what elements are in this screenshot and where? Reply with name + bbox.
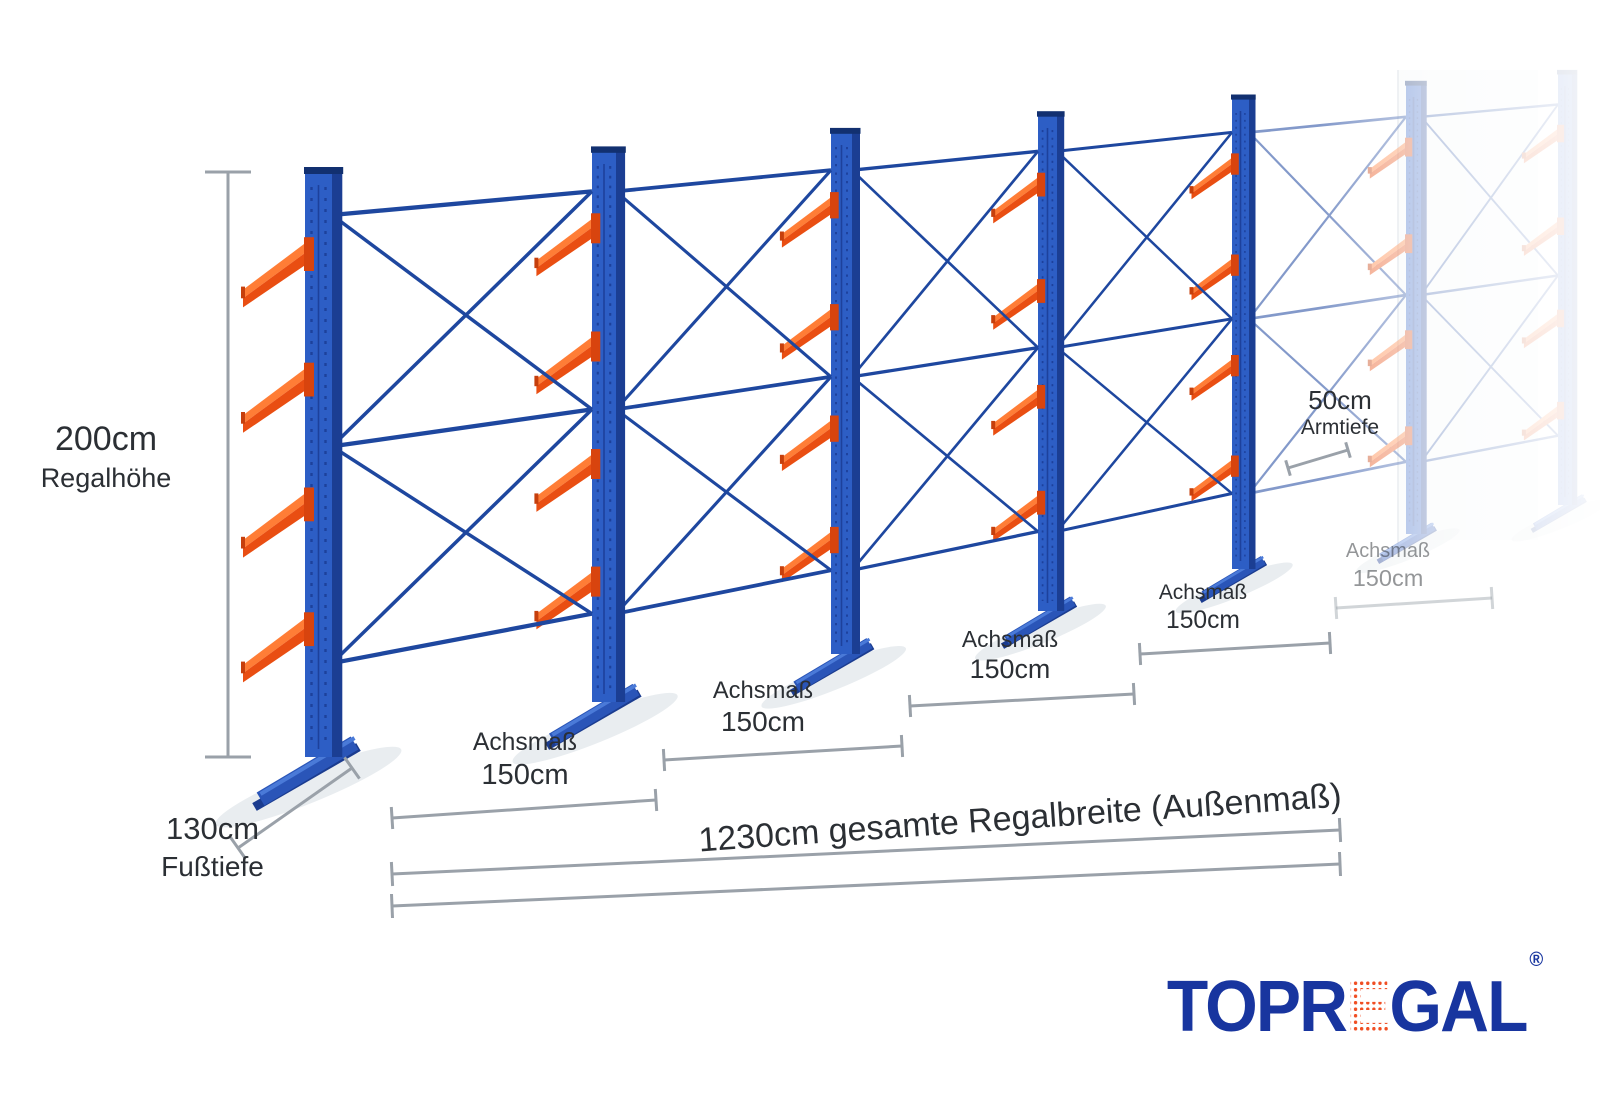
fade-overlay <box>1320 40 1600 960</box>
axis-label: Achsmaß <box>1158 581 1248 604</box>
height-dimension-value: 200cm <box>54 420 158 458</box>
foot-depth-dimension: 130cm Fußtiefe <box>130 811 295 882</box>
bay-braces-3 <box>850 149 1040 572</box>
height-dimension: 200cm Regalhöhe <box>36 420 176 493</box>
logo-wordmark: TOPREGAL® <box>1166 949 1542 1048</box>
axis-value: 150cm <box>720 706 806 738</box>
bay-braces-2 <box>614 168 833 616</box>
bay-braces-1 <box>330 189 594 666</box>
logo-part1: TOPR <box>1166 967 1347 1047</box>
upright-4 <box>991 111 1078 649</box>
axis-value: 150cm <box>1166 607 1240 635</box>
axis-label: Achsmaß <box>961 626 1059 652</box>
arm-depth-dimension: 50cm Armtiefe <box>1284 385 1396 440</box>
axis-value: 150cm <box>481 759 569 792</box>
foot-depth-label: Fußtiefe <box>161 850 264 882</box>
topregal-logo: TOPREGAL® <box>1143 949 1542 1048</box>
logo-accent-letter: E <box>1345 967 1391 1047</box>
axis-dimension-5-faded: Achsmaß 150cm <box>1298 540 1478 592</box>
bay-braces-4 <box>1056 130 1233 533</box>
axis-dimension-1: Achsmaß 150cm <box>435 729 615 793</box>
upright-2 <box>534 146 642 750</box>
arm-depth-value: 50cm <box>1308 385 1372 415</box>
arm-depth-label: Armtiefe <box>1300 416 1380 440</box>
axis-dimension-2: Achsmaß 150cm <box>673 677 853 739</box>
axis-value: 150cm <box>969 654 1051 685</box>
axis-value: 150cm <box>1352 564 1424 591</box>
axis-label: Achsmaß <box>712 677 814 704</box>
logo-part2: GAL <box>1388 967 1528 1047</box>
registered-trademark-icon: ® <box>1528 949 1543 971</box>
height-dimension-label: Regalhöhe <box>40 463 172 494</box>
axis-label: Achsmaß <box>1345 540 1431 562</box>
upright-3 <box>779 127 875 696</box>
axis-dimension-4: Achsmaß 150cm <box>1113 581 1293 635</box>
cantilever-rack <box>241 94 1268 811</box>
dimension-lines <box>205 170 1495 919</box>
upright-1 <box>241 167 361 811</box>
axis-label: Achsmaß <box>472 729 578 756</box>
foot-depth-value: 130cm <box>165 811 260 846</box>
axis-dimension-3: Achsmaß 150cm <box>920 626 1100 685</box>
